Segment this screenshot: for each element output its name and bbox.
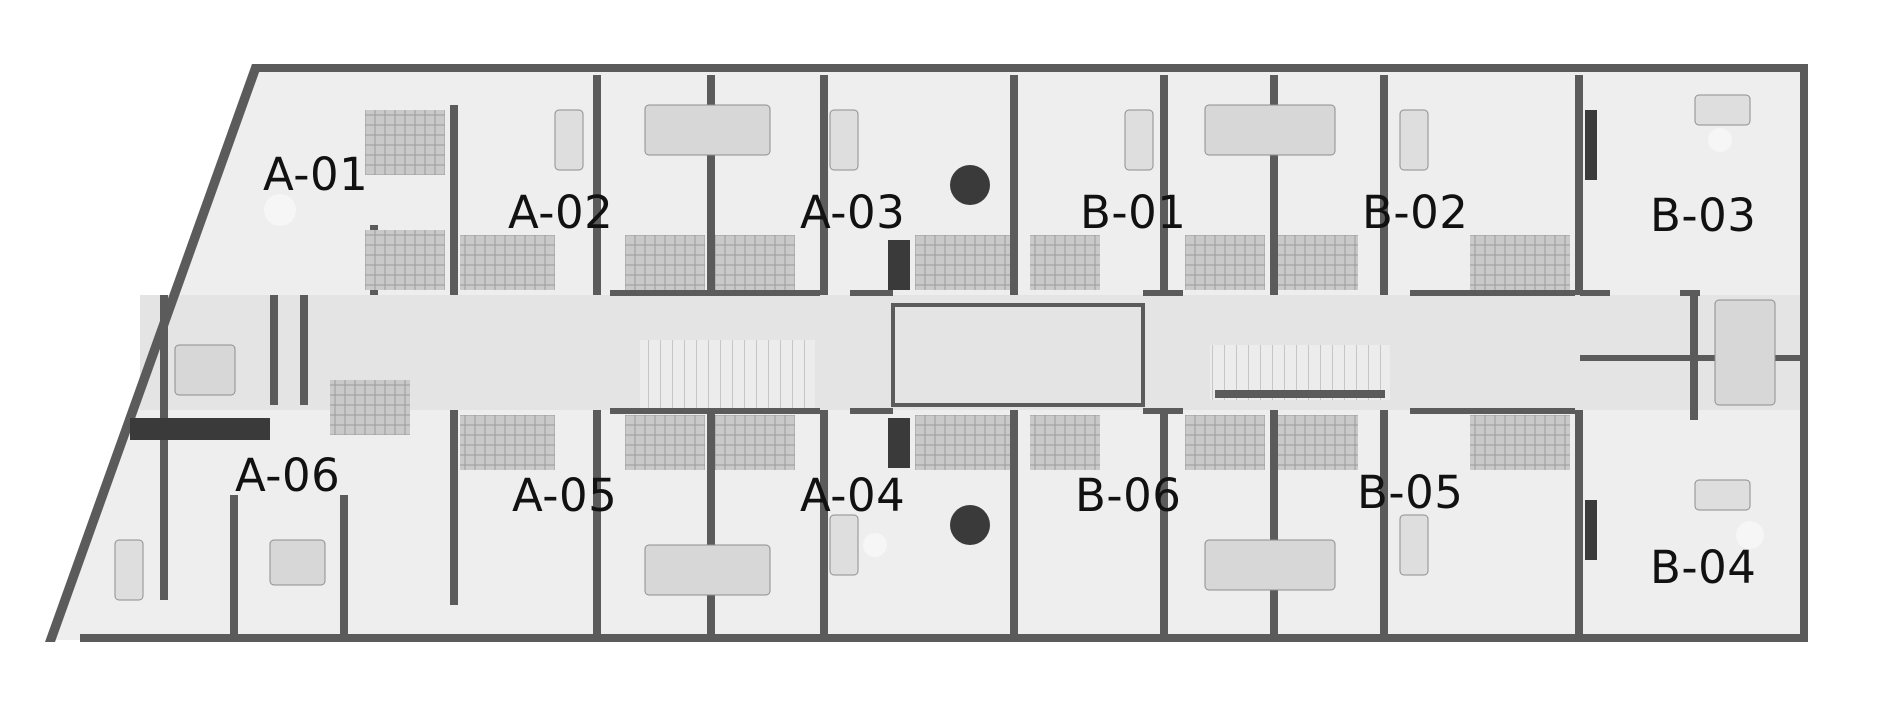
unit-label-a02: A-02 xyxy=(508,186,614,239)
elevator-core xyxy=(891,303,1145,407)
unit-label-b01: B-01 xyxy=(1080,186,1187,239)
unit-label-b05: B-05 xyxy=(1357,466,1464,519)
unit-label-a05: A-05 xyxy=(512,469,618,522)
round-tables xyxy=(950,165,990,545)
rugs xyxy=(264,128,1764,557)
unit-label-a06: A-06 xyxy=(235,449,341,502)
central-corridor xyxy=(140,295,1805,410)
unit-label-a04: A-04 xyxy=(800,469,906,522)
sofas xyxy=(114,94,1751,601)
unit-label-a03: A-03 xyxy=(800,186,906,239)
kitchen-counters xyxy=(130,110,1597,560)
unit-label-b06: B-06 xyxy=(1075,469,1182,522)
interior-walls-top xyxy=(270,75,1700,405)
interior-walls-bottom xyxy=(230,295,1800,635)
tiled-wet-areas xyxy=(330,110,1570,470)
unit-label-b04: B-04 xyxy=(1650,541,1757,594)
unit-label-a01: A-01 xyxy=(263,148,369,201)
stairwell-left xyxy=(640,340,815,410)
unit-label-b02: B-02 xyxy=(1362,186,1469,239)
exterior-walls xyxy=(45,64,1808,642)
unit-label-b03: B-03 xyxy=(1650,189,1757,242)
beds xyxy=(174,104,1776,596)
